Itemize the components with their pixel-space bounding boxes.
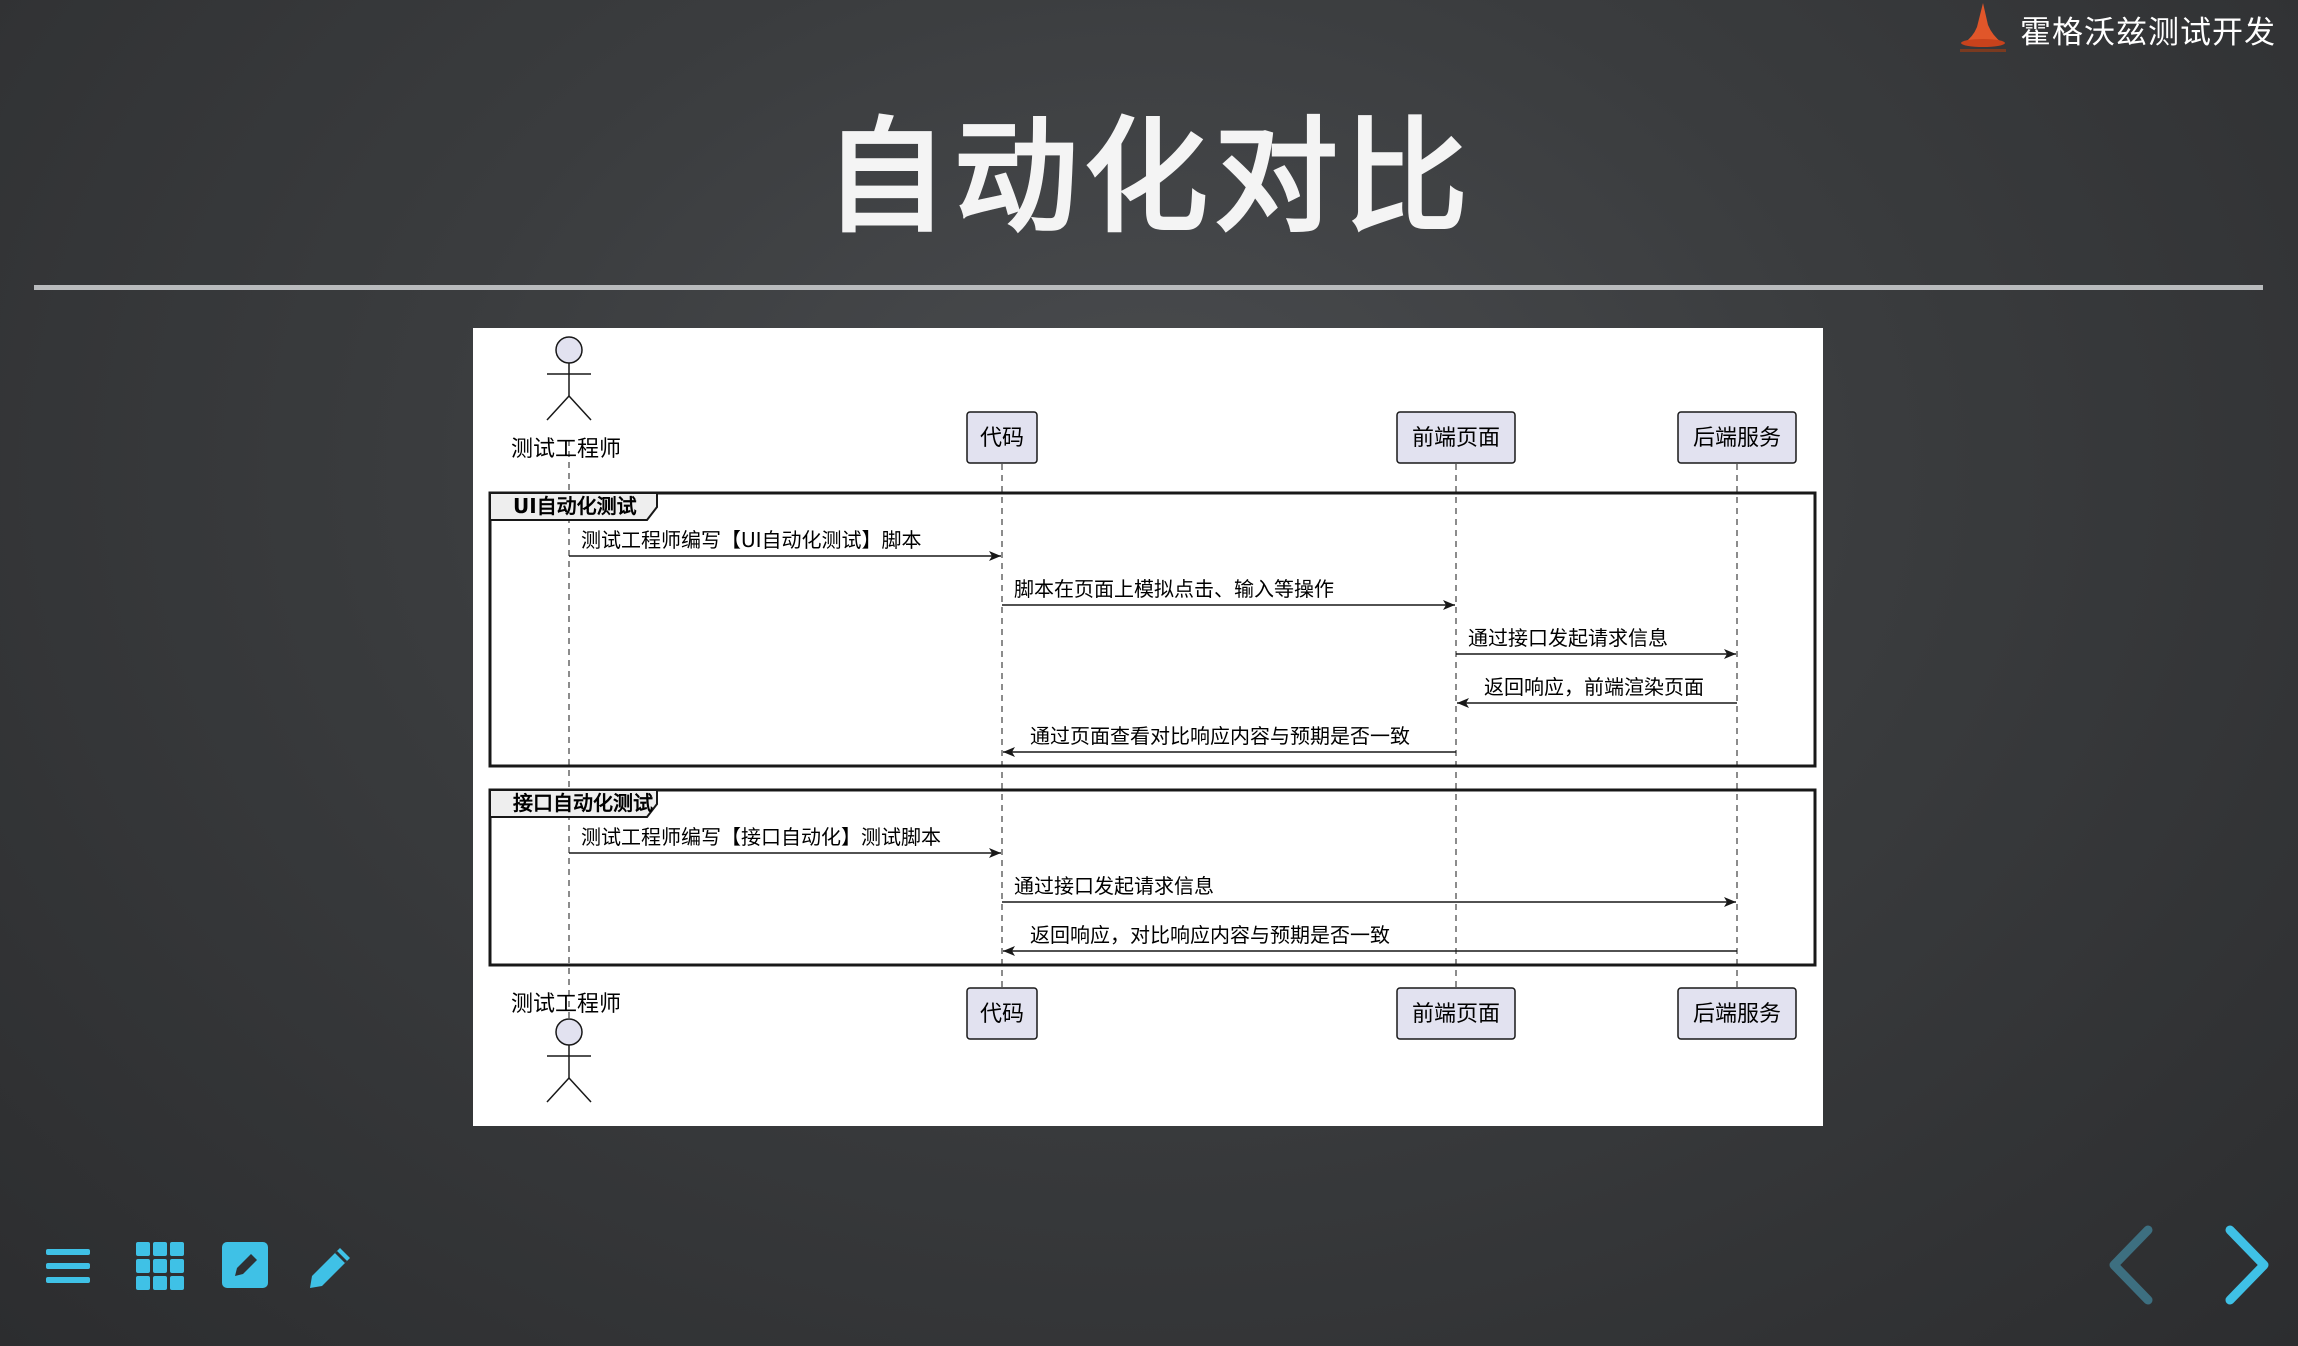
sequence-diagram-canvas: UI自动化测试测试工程师编写【UI自动化测试】脚本脚本在页面上模拟点击、输入等操… xyxy=(488,336,1817,1103)
participant-label: 后端服务 xyxy=(1693,1002,1781,1027)
next-slide-button[interactable] xyxy=(2214,1224,2274,1306)
group-frame xyxy=(488,491,1817,768)
brand-name: 霍格沃兹测试开发 xyxy=(2020,14,2276,51)
brand: 霍格沃兹测试开发 xyxy=(1954,0,2276,58)
participant-box xyxy=(1396,411,1516,464)
participant-label: 代码 xyxy=(980,426,1024,451)
title-divider xyxy=(34,285,2263,290)
group-label-tab xyxy=(489,492,658,521)
participant-box xyxy=(1677,411,1797,464)
group-label-tab xyxy=(489,789,658,818)
participant-box xyxy=(1677,987,1797,1040)
message-label: 返回响应，前端渲染页面 xyxy=(1484,675,1704,699)
participant-label: 后端服务 xyxy=(1693,426,1781,451)
participant-label: 前端页面 xyxy=(1412,1002,1500,1027)
pencil-icon xyxy=(310,1248,350,1288)
group-frame xyxy=(488,788,1817,967)
actor-icon xyxy=(555,336,583,364)
actor-icon xyxy=(555,1018,583,1046)
message-label: 通过页面查看对比响应内容与预期是否一致 xyxy=(1030,724,1410,748)
message-label: 测试工程师编写【UI自动化测试】脚本 xyxy=(581,528,922,552)
menu-button[interactable] xyxy=(40,1238,96,1294)
edit-square-icon xyxy=(222,1242,268,1288)
participant-label: 测试工程师 xyxy=(511,992,621,1017)
slide-title: 自动化对比 xyxy=(823,106,1474,250)
actor-legs xyxy=(546,394,592,421)
participant-label: 测试工程师 xyxy=(511,437,621,462)
actor-legs xyxy=(546,1076,592,1103)
message-label: 通过接口发起请求信息 xyxy=(1014,874,1214,898)
participant-box xyxy=(966,987,1038,1040)
participant-label: 代码 xyxy=(980,1002,1024,1027)
grid-icon xyxy=(136,1242,184,1290)
chevron-left-icon xyxy=(2109,1225,2153,1305)
participant-label: 前端页面 xyxy=(1412,426,1500,451)
chevron-right-icon xyxy=(2225,1225,2269,1305)
edit-button[interactable] xyxy=(218,1238,274,1294)
prev-slide-button[interactable] xyxy=(2104,1224,2164,1306)
participant-box xyxy=(1396,987,1516,1040)
grid-view-button[interactable] xyxy=(132,1238,188,1294)
message-label: 测试工程师编写【接口自动化】测试脚本 xyxy=(581,825,941,849)
group-label: 接口自动化测试 xyxy=(513,791,653,815)
menu-icon xyxy=(46,1249,90,1283)
message-label: 脚本在页面上模拟点击、输入等操作 xyxy=(1014,577,1334,601)
wizard-hat-icon xyxy=(1960,3,2006,52)
pen-button[interactable] xyxy=(302,1238,358,1294)
message-label: 返回响应，对比响应内容与预期是否一致 xyxy=(1030,923,1390,947)
participant-box xyxy=(966,411,1038,464)
sequence-diagram: UI自动化测试测试工程师编写【UI自动化测试】脚本脚本在页面上模拟点击、输入等操… xyxy=(473,328,1823,1126)
message-label: 通过接口发起请求信息 xyxy=(1468,626,1668,650)
group-label: UI自动化测试 xyxy=(513,494,637,518)
